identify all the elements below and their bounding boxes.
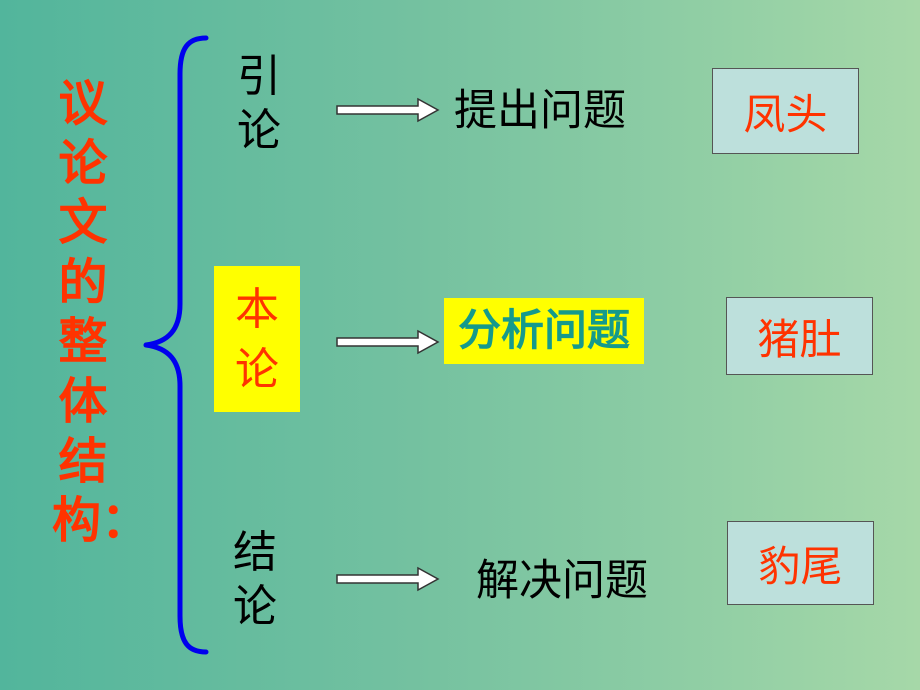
arrow-icon bbox=[336, 566, 440, 592]
metaphor-box-body: 猪肚 bbox=[726, 297, 873, 375]
part-label-intro: 引论 bbox=[237, 51, 281, 156]
part-label-body: 本论 bbox=[214, 266, 300, 412]
part-label-conclusion: 结论 bbox=[233, 527, 277, 632]
arrow-icon bbox=[336, 97, 440, 123]
vertical-title: 议论文的整体结构： bbox=[52, 75, 151, 550]
metaphor-box-intro: 凤头 bbox=[712, 68, 859, 154]
task-label-body: 分析问题 bbox=[444, 298, 644, 364]
arrow-icon bbox=[336, 329, 440, 355]
task-label-conclusion: 解决问题 bbox=[476, 556, 648, 606]
task-label-intro: 提出问题 bbox=[454, 86, 626, 136]
left-brace-icon bbox=[143, 35, 209, 655]
metaphor-box-conclusion: 豹尾 bbox=[727, 521, 874, 605]
